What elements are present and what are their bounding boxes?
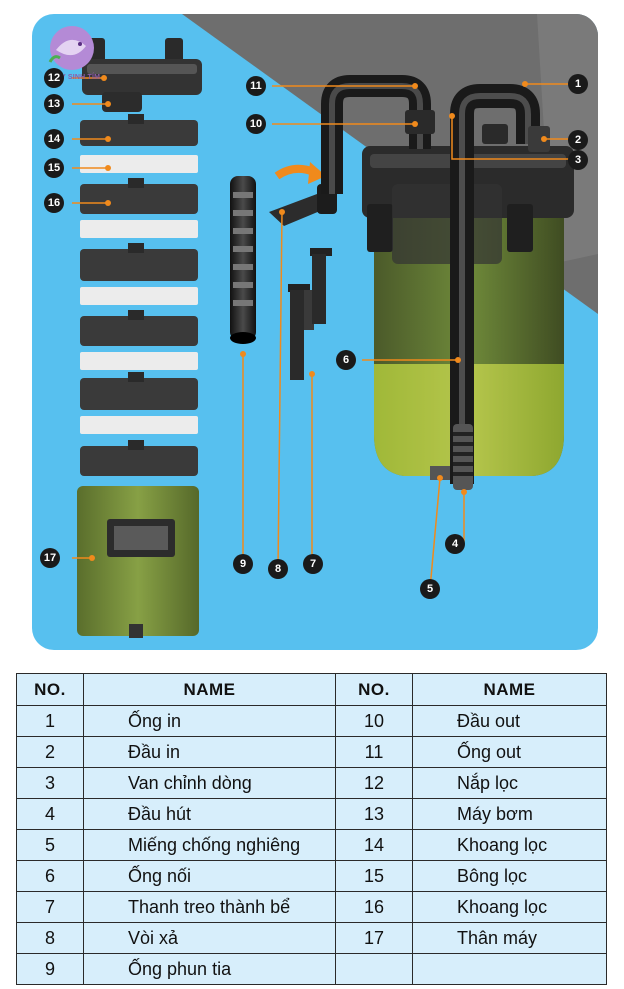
filter-chamber	[80, 243, 198, 281]
brand-logo-text: THỦY SINH TÍM	[46, 74, 101, 81]
part-number-cell: 3	[16, 767, 84, 799]
part-name-cell: Máy bơm	[412, 798, 607, 830]
filter-sponge	[80, 287, 198, 305]
part-number-cell: 14	[335, 829, 413, 861]
callout-6: 6	[336, 350, 356, 370]
part-number-cell: 16	[335, 891, 413, 923]
part-name-cell: Ống nối	[83, 860, 336, 892]
part-number-cell: 5	[16, 829, 84, 861]
filter-chamber	[80, 310, 198, 346]
arrow-head	[308, 162, 326, 184]
direction-arrow	[274, 164, 316, 180]
table-header-row: NO. NAME NO. NAME	[16, 673, 607, 706]
part-name-cell: Thân máy	[412, 922, 607, 954]
callout-8: 8	[268, 559, 288, 579]
header-no: NO.	[16, 673, 84, 706]
leader-lines	[72, 77, 578, 590]
part-name-cell: Ống phun tia	[83, 953, 336, 985]
part-name-cell: Thanh treo thành bể	[83, 891, 336, 923]
part-number-cell: 12	[335, 767, 413, 799]
intake-strainer-4	[453, 424, 473, 490]
tank-hanger-7	[288, 248, 332, 380]
part-number-cell: 7	[16, 891, 84, 923]
header-name: NAME	[83, 673, 336, 706]
header-no-2: NO.	[335, 673, 413, 706]
leader-dots	[89, 75, 547, 561]
callout-14: 14	[44, 129, 64, 149]
callout-17: 17	[40, 548, 60, 568]
callout-3: 3	[568, 150, 588, 170]
part-name-cell: Ống in	[83, 705, 336, 737]
part-number-cell: 6	[16, 860, 84, 892]
filter-lid-12	[82, 38, 202, 95]
callout-11: 11	[246, 76, 266, 96]
part-number-cell: 8	[16, 922, 84, 954]
part-number-cell: 4	[16, 798, 84, 830]
callout-10: 10	[246, 114, 266, 134]
callout-4: 4	[445, 534, 465, 554]
part-name-cell: Khoang lọc	[412, 829, 607, 861]
part-name-cell: Nắp lọc	[412, 767, 607, 799]
part-name-cell: Bông lọc	[412, 860, 607, 892]
part-name-cell	[412, 953, 607, 985]
callout-1: 1	[568, 74, 588, 94]
part-number-cell: 1	[16, 705, 84, 737]
spray-bar-9	[230, 176, 256, 344]
part-name-cell: Đầu out	[412, 705, 607, 737]
part-number-cell: 15	[335, 860, 413, 892]
part-name-cell: Đầu in	[83, 736, 336, 768]
part-name-cell: Khoang lọc	[412, 891, 607, 923]
diagram-panel: THỦY SINH TÍM 1 2 3 4 5 6 7 8 9 10 11 12…	[32, 14, 598, 650]
callout-13: 13	[44, 94, 64, 114]
part-name-cell: Ống out	[412, 736, 607, 768]
filter-chamber	[80, 440, 198, 476]
callout-16: 16	[44, 193, 64, 213]
intake-pipe-1	[450, 84, 550, 484]
pump-13	[102, 92, 142, 112]
part-name-cell: Van chỉnh dòng	[83, 767, 336, 799]
part-number-cell: 13	[335, 798, 413, 830]
part-name-cell: Miếng chống nghiêng	[83, 829, 336, 861]
callout-7: 7	[303, 554, 323, 574]
part-name-cell: Vòi xả	[83, 922, 336, 954]
part-number-cell: 9	[16, 953, 84, 985]
callout-15: 15	[44, 158, 64, 178]
filter-chamber-16	[80, 178, 198, 214]
part-number-cell: 10	[335, 705, 413, 737]
part-name-cell: Đầu hút	[83, 798, 336, 830]
filter-chamber-14	[80, 114, 198, 146]
brand-logo	[48, 26, 94, 70]
filter-body-17	[77, 486, 199, 638]
filter-sponge	[80, 220, 198, 238]
callout-5: 5	[420, 579, 440, 599]
part-number-cell: 2	[16, 736, 84, 768]
filter-sponge	[80, 352, 198, 370]
filter-sponge	[80, 416, 198, 434]
part-number-cell: 17	[335, 922, 413, 954]
header-name-2: NAME	[412, 673, 607, 706]
filter-sponge-15	[80, 155, 198, 173]
callout-2: 2	[568, 130, 588, 150]
callout-12: 12	[44, 68, 64, 88]
part-number-cell: 11	[335, 736, 413, 768]
filter-chamber	[80, 372, 198, 410]
part-number-cell	[335, 953, 413, 985]
filter-diagram	[72, 14, 598, 638]
callout-9: 9	[233, 554, 253, 574]
